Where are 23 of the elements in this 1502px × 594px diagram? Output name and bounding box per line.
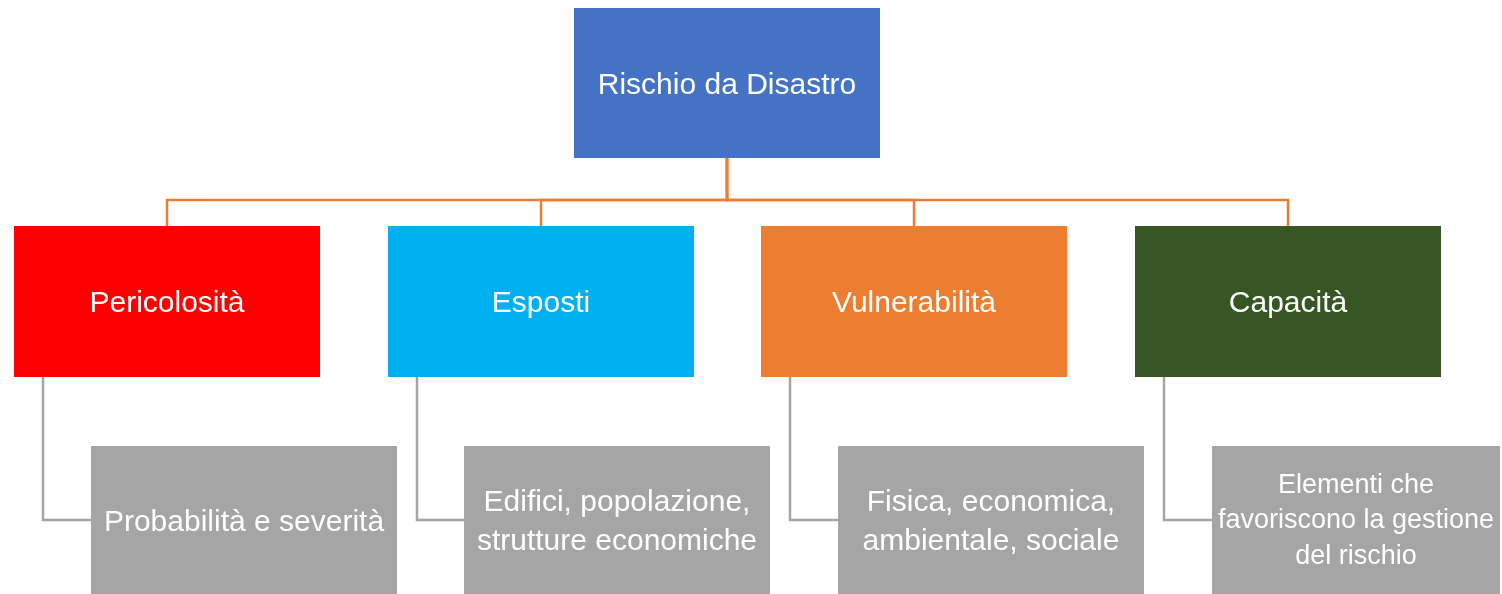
category-box	[14, 226, 320, 377]
category-box	[388, 226, 694, 377]
node-label: Pericolosità	[89, 284, 245, 320]
node-label: Edifici, popolazione, strutture economiche	[475, 483, 759, 558]
connector-line	[41, 377, 91, 522]
description-box	[464, 446, 770, 594]
node-label: Rischio da Disastro	[597, 65, 857, 102]
description-box	[838, 446, 1144, 594]
node-label: Elementi che favoriscono la gestione del rischio	[1216, 468, 1496, 572]
connector-line	[788, 377, 838, 522]
node-label: Capacità	[1228, 284, 1348, 320]
description-box	[91, 446, 397, 594]
category-box	[1135, 226, 1441, 377]
connector-line	[725, 158, 1290, 226]
description-box	[1212, 446, 1500, 594]
root-box	[574, 8, 880, 158]
connector-line	[415, 377, 464, 522]
node-label: Probabilità e severità	[103, 502, 385, 539]
node-label: Vulnerabilità	[832, 284, 996, 320]
node-label: Fisica, economica, ambientale, sociale	[861, 483, 1121, 558]
node-label: Esposti	[491, 284, 591, 320]
category-box	[761, 226, 1067, 377]
connector-line	[1162, 377, 1212, 522]
